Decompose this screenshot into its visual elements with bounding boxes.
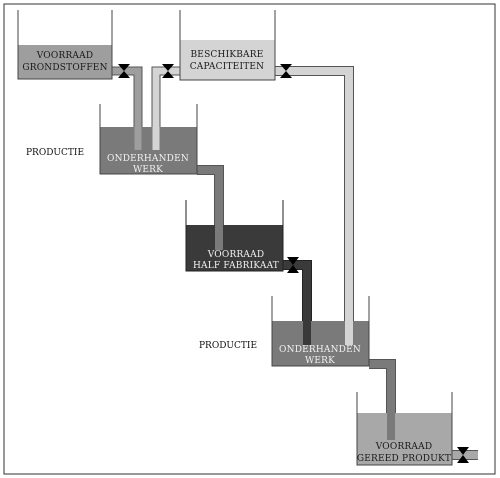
valve-icon	[118, 64, 130, 78]
tank-finished-wall	[356, 392, 453, 466]
tank-finished: VOORRAAD GEREED PRODUKT	[356, 392, 453, 466]
production-label-2: PRODUCTIE	[199, 341, 257, 351]
tank-half-finished-wall	[185, 200, 284, 272]
tank-wip-1: ONDERHANDEN WERK	[99, 104, 198, 175]
tank-wip-1-label-2: WERK	[133, 165, 163, 175]
tank-finished-label-1: VOORRAAD	[375, 442, 432, 452]
tank-capacities-label-1: BESCHIKBARE	[190, 50, 263, 60]
tank-raw-materials-label-1: VOORRAAD	[36, 51, 93, 61]
tank-raw-materials-wall	[17, 10, 113, 80]
tank-capacities-wall	[179, 10, 276, 81]
tank-raw-materials: VOORRAAD GRONDSTOFFEN	[17, 10, 113, 80]
tank-wip-1-wall	[99, 104, 198, 175]
tank-wip-2-label-2: WERK	[305, 356, 335, 366]
tank-raw-materials-fill	[18, 45, 112, 79]
tank-half-finished-fill	[186, 225, 283, 271]
valve-icon	[287, 257, 299, 273]
pipe-half-to-wip2	[283, 261, 311, 345]
tank-half-finished-label-1: VOORRAAD	[207, 250, 264, 260]
diagram-border	[3, 3, 496, 475]
tank-capacities-fill	[180, 40, 275, 80]
production-label-1: PRODUCTIE	[26, 148, 84, 158]
tank-wip-2-label-1: ONDERHANDEN	[279, 345, 361, 355]
tank-wip-1-label-1: ONDERHANDEN	[107, 154, 189, 164]
tank-finished-label-2: GEREED PRODUKT	[357, 454, 451, 464]
tank-half-finished: VOORRAAD HALF FABRIKAAT	[185, 200, 284, 272]
valve-icon	[162, 64, 174, 78]
tank-wip-1-fill	[100, 127, 197, 174]
tank-wip-2-wall	[271, 296, 370, 367]
valve-icon	[280, 64, 292, 78]
tank-capacities: BESCHIKBARE CAPACITEITEN	[179, 10, 276, 81]
tank-finished-fill	[357, 413, 452, 465]
tank-capacities-label-2: CAPACITEITEN	[190, 62, 265, 72]
valve-icon	[457, 447, 469, 463]
tank-raw-materials-label-2: GRONDSTOFFEN	[22, 63, 107, 73]
pipe-wip1-to-half	[197, 166, 223, 250]
tank-wip-2: ONDERHANDEN WERK	[271, 296, 370, 367]
tank-half-finished-label-2: HALF FABRIKAAT	[193, 261, 279, 271]
pipe-capacity-to-wip1	[152, 67, 180, 150]
pipe-raw-to-wip1	[112, 67, 142, 150]
pipe-capacity-to-wip2	[275, 67, 353, 345]
